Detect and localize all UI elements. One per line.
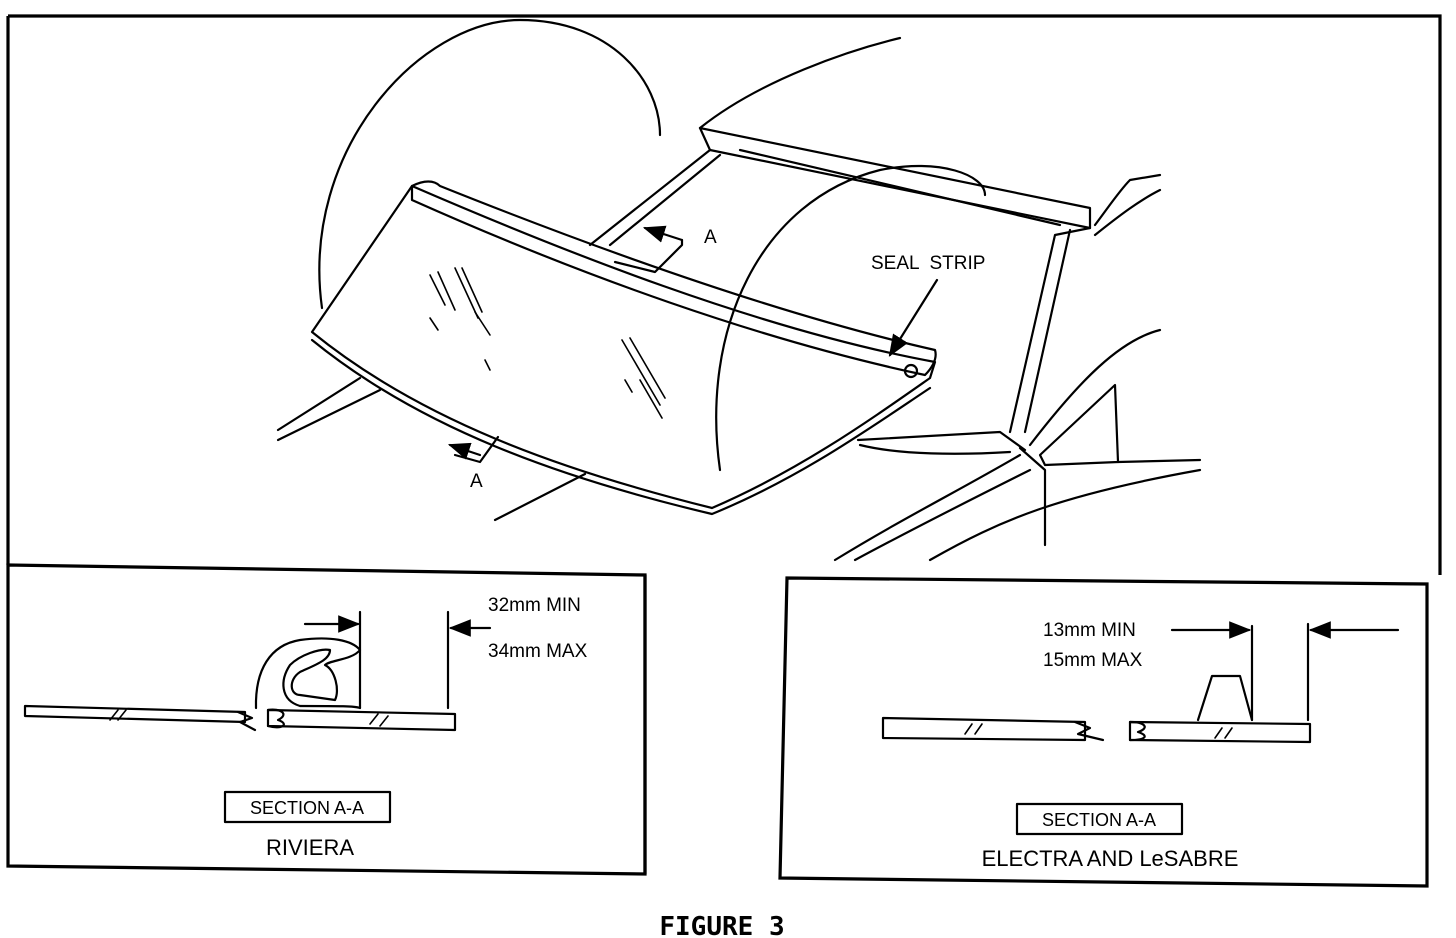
right-section-label: SECTION A-A xyxy=(1042,810,1156,830)
left-dim-max: 34mm MAX xyxy=(488,641,588,662)
left-dim-min: 32mm MIN xyxy=(488,595,581,616)
left-model-label: RIVIERA xyxy=(266,835,354,860)
figure-caption: FIGURE 3 xyxy=(659,912,784,938)
seal-strip-label: SEAL STRIP xyxy=(871,253,985,274)
section-marker-top: A xyxy=(704,227,717,248)
main-view-frame xyxy=(6,14,1442,575)
windshield-illustration xyxy=(276,18,1202,562)
left-section-label: SECTION A-A xyxy=(250,798,364,818)
left-section-panel: 32mm MIN 34mm MAX SECTION A-A RIVIERA xyxy=(6,563,647,876)
right-model-label: ELECTRA AND LeSABRE xyxy=(982,846,1239,871)
right-dim-min: 13mm MIN xyxy=(1043,620,1136,641)
section-marker-bottom: A xyxy=(470,471,483,492)
right-section-panel: 13mm MIN 15mm MAX SECTION A-A ELECTRA AN… xyxy=(778,576,1429,888)
right-dim-max: 15mm MAX xyxy=(1043,650,1143,671)
